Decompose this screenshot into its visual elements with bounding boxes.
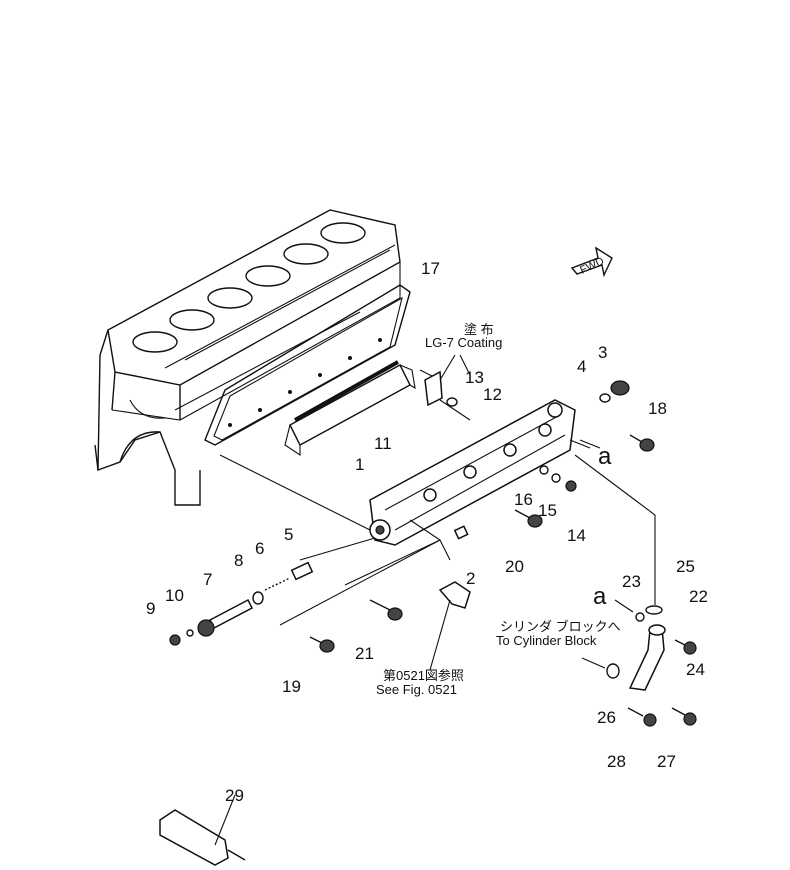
cylinder-note-jp: シリンダ ブロックへ (500, 619, 621, 634)
label-27: 27 (657, 752, 676, 771)
small-parts (159, 370, 697, 866)
marker-a-top: a (598, 443, 612, 470)
fig-note-en: See Fig. 0521 (376, 682, 457, 697)
label-6: 6 (255, 539, 264, 558)
label-23: 23 (622, 572, 641, 591)
label-13: 13 (465, 368, 484, 387)
label-11: 11 (374, 434, 392, 453)
label-15: 15 (538, 501, 557, 520)
leader-lines (219, 369, 656, 626)
engine-block (94, 209, 401, 506)
a-top-arrow (569, 439, 591, 449)
label-1: 1 (355, 455, 364, 474)
label-7: 7 (203, 570, 212, 589)
gasket-17 (204, 284, 411, 446)
fwd-arrow-icon (570, 246, 613, 278)
cooler-cover-1 (369, 399, 576, 546)
label-8: 8 (234, 551, 243, 570)
label-24: 24 (686, 660, 705, 679)
fig-note-jp: 第0521図参照 (383, 668, 464, 683)
label-29: 29 (225, 786, 244, 805)
label-22: 22 (689, 587, 708, 606)
label-14: 14 (567, 526, 586, 545)
label-10: 10 (165, 586, 184, 605)
fwd-label: FWD (578, 255, 606, 276)
label-5: 5 (284, 525, 293, 544)
label-4: 4 (577, 357, 586, 376)
label-3: 3 (598, 343, 607, 362)
label-16: 16 (514, 490, 533, 509)
coating-note-en: LG-7 Coating (425, 335, 502, 350)
label-19: 19 (282, 677, 301, 696)
a-bottom-arrow (614, 599, 634, 613)
label-25: 25 (676, 557, 695, 576)
coating-note-jp: 塗 布 (464, 322, 494, 337)
marker-a-bottom: a (593, 583, 607, 610)
label-28: 28 (607, 752, 626, 771)
label-18: 18 (648, 399, 667, 418)
label-20: 20 (505, 557, 524, 576)
label-9: 9 (146, 599, 155, 618)
cylinder-note-en: To Cylinder Block (496, 633, 597, 648)
label-12: 12 (483, 385, 502, 404)
label-26: 26 (597, 708, 616, 727)
cooler-element-11 (284, 360, 416, 457)
label-2: 2 (466, 569, 475, 588)
cylinder-leader (581, 657, 606, 669)
coating-leader (439, 354, 471, 381)
label-17: 17 (421, 259, 440, 278)
label-21: 21 (355, 644, 374, 663)
